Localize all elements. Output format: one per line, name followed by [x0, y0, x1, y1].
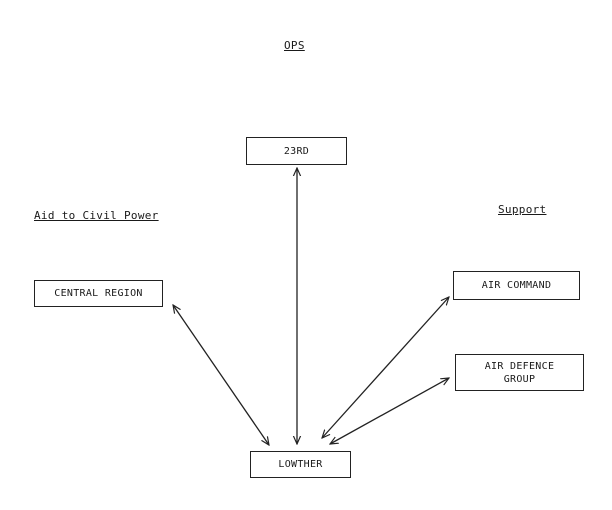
node-lowther: LOWTHER [250, 451, 351, 478]
edge-air-defence-group-lowther [330, 378, 449, 444]
heading-support: Support [498, 203, 547, 216]
heading-aid-to-civil-power: Aid to Civil Power [34, 209, 159, 222]
node-central-region: CENTRAL REGION [34, 280, 163, 307]
heading-ops: OPS [284, 39, 305, 52]
node-air-defence-group: AIR DEFENCE GROUP [455, 354, 584, 391]
node-air-command: AIR COMMAND [453, 271, 580, 300]
node-23rd: 23RD [246, 137, 347, 165]
edge-air-command-lowther [322, 297, 449, 438]
edge-central-region-lowther [173, 305, 269, 445]
